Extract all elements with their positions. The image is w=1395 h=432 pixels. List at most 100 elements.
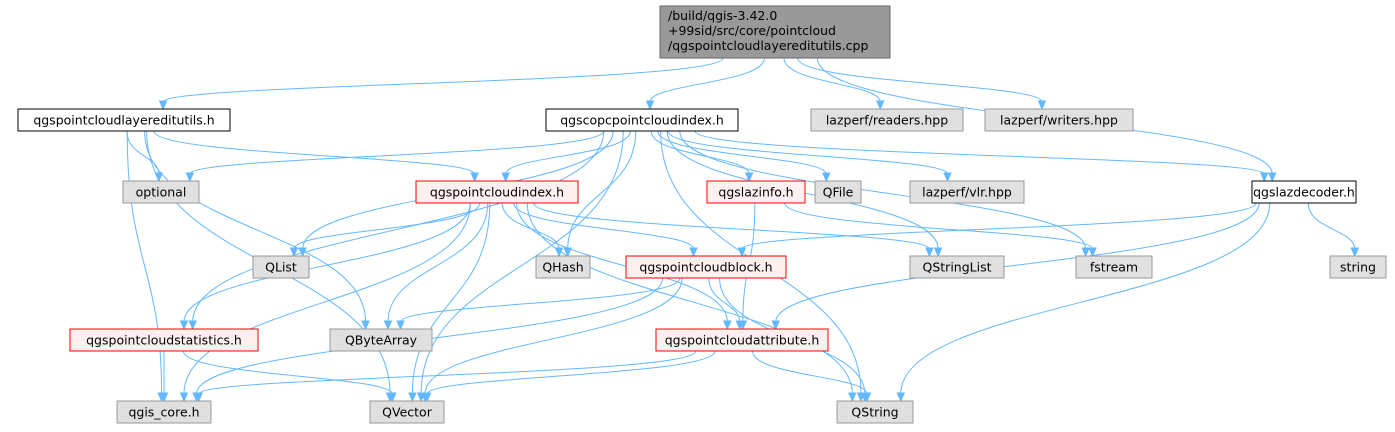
edge-arrowhead [179, 392, 189, 403]
node-qbytearray: QByteArray [329, 328, 433, 352]
edge-arrowhead [737, 247, 747, 258]
edge-pointcloudindex_h-to-qlist [289, 202, 481, 258]
edge-line [189, 130, 605, 175]
node-label: optional [136, 185, 187, 200]
edge-pointcloudattribute_h-to-qstring [752, 350, 872, 403]
edge-arrowhead [821, 172, 831, 183]
edge-arrowhead [188, 320, 197, 331]
edge-pointcloudblock_h-to-qvector [420, 277, 683, 403]
node-box [810, 108, 964, 132]
node-qhash: QHash [535, 255, 591, 279]
node-optional: optional [122, 180, 200, 204]
edge-line [784, 202, 1094, 250]
edge-arrowhead [501, 172, 510, 183]
edge-arrowhead [744, 172, 754, 183]
edge-line [708, 277, 741, 323]
edge-arrowhead [1088, 247, 1097, 258]
node-layereditutils_h[interactable]: qgspointcloudlayereditutils.h [17, 108, 231, 132]
node-label: QHash [542, 260, 583, 275]
edge-pointcloudindex_h-to-qvector [408, 202, 491, 403]
edge-copcpointcloudindex_h-to-lazinfo_h [650, 130, 754, 183]
node-label: QString [851, 405, 898, 420]
edge-arrowhead [862, 392, 872, 403]
node-pointcloudstatistics_h[interactable]: qgspointcloudstatistics.h [69, 328, 259, 352]
node-root[interactable]: /build/qgis-3.42.0+99sid/src/core/pointc… [659, 5, 891, 59]
edge-line [411, 202, 491, 395]
edge-lazdecoder_h-to-string [1307, 202, 1360, 258]
node-label: lazperf/readers.hpp [826, 113, 948, 128]
edge-arrowhead [1267, 172, 1277, 183]
node-pointcloudindex_h[interactable]: qgspointcloudindex.h [415, 180, 579, 204]
edge-arrowhead [876, 100, 885, 111]
edge-arrowhead [771, 320, 780, 331]
edge-arrowhead [408, 392, 417, 403]
node-label: QList [265, 260, 297, 275]
edge-line [900, 202, 1271, 395]
node-box [655, 328, 829, 352]
edge-line [387, 202, 489, 323]
edge-arrowhead [194, 392, 203, 403]
edge-line [183, 202, 471, 323]
edge-line [526, 202, 853, 395]
node-label: QVector [382, 405, 433, 420]
edge-pointcloudindex_h-to-pointcloudstatistics_h [179, 202, 471, 331]
node-string: string [1329, 255, 1387, 279]
node-pointcloudattribute_h[interactable]: qgspointcloudattribute.h [655, 328, 829, 352]
edge-line [144, 130, 367, 323]
edge-line [679, 130, 1087, 250]
nodes-layer: /build/qgis-3.42.0+99sid/src/core/pointc… [17, 5, 1387, 424]
edge-lazdecoder_h-to-pointcloudattribute_h [771, 202, 1260, 331]
node-lazdecoder_h[interactable]: qgslazdecoder.h [1251, 180, 1357, 204]
edge-line [1307, 202, 1356, 250]
edge-layereditutils_h-to-qbytearray [144, 130, 370, 331]
edge-line [183, 202, 471, 395]
edge-arrowhead [422, 392, 432, 403]
edge-arrowhead [689, 247, 698, 258]
node-label: string [1340, 260, 1376, 275]
edge-line [775, 202, 1260, 323]
node-box [1329, 255, 1387, 279]
node-pointcloudblock_h[interactable]: qgspointcloudblock.h [625, 255, 787, 279]
edge-pointcloudstatistics_h-to-qgis_core_h [159, 351, 169, 403]
node-label: QByteArray [345, 333, 418, 348]
edge-arrowhead [289, 247, 299, 258]
node-label: qgspointcloudblock.h [639, 260, 772, 275]
edge-line [192, 130, 605, 323]
node-qstring: QString [836, 400, 914, 424]
node-box [122, 180, 200, 204]
edge-line [505, 130, 631, 175]
node-box [909, 255, 1005, 279]
edge-root-to-writers_hpp [797, 57, 1047, 111]
edge-line [513, 202, 694, 250]
node-box [836, 400, 914, 424]
edge-line [126, 130, 163, 395]
edge-copcpointcloudindex_h-to-fstream [679, 130, 1090, 258]
node-qfile: QFile [814, 180, 862, 204]
node-box [625, 255, 787, 279]
node-copcpointcloudindex_h[interactable]: qgscopcpointcloudindex.h [545, 108, 739, 132]
node-box [814, 180, 862, 204]
edge-line [426, 350, 716, 395]
edge-copcpointcloudindex_h-to-pointcloudstatistics_h [188, 130, 605, 331]
edge-arrowhead [848, 392, 857, 403]
edge-pointcloudblock_h-to-pointcloudattribute_h [708, 277, 745, 331]
edge-line [694, 130, 1265, 175]
node-qlist: QList [252, 255, 310, 279]
edge-arrowhead [943, 172, 952, 183]
node-box [1251, 180, 1357, 204]
edge-arrowhead [159, 392, 169, 403]
node-lazinfo_h[interactable]: qgslazinfo.h [706, 180, 806, 204]
node-box [369, 400, 445, 424]
edge-copcpointcloudindex_h-to-vlr_hpp [667, 130, 952, 183]
edge-arrowhead [1037, 100, 1047, 111]
edge-line [293, 202, 481, 250]
edge-pointcloudindex_h-to-qstring [526, 202, 857, 403]
node-readers_hpp: lazperf/readers.hpp [810, 108, 964, 132]
node-writers_hpp: lazperf/writers.hpp [984, 108, 1134, 132]
edge-copcpointcloudindex_h-to-qfile [657, 130, 831, 183]
node-box [116, 400, 212, 424]
node-label: qgspointcloudlayereditutils.h [33, 113, 214, 128]
edge-pointcloudindex_h-to-pointcloudattribute_h [516, 202, 732, 331]
edge-line [741, 202, 1257, 250]
node-label: fstream [1090, 260, 1138, 275]
